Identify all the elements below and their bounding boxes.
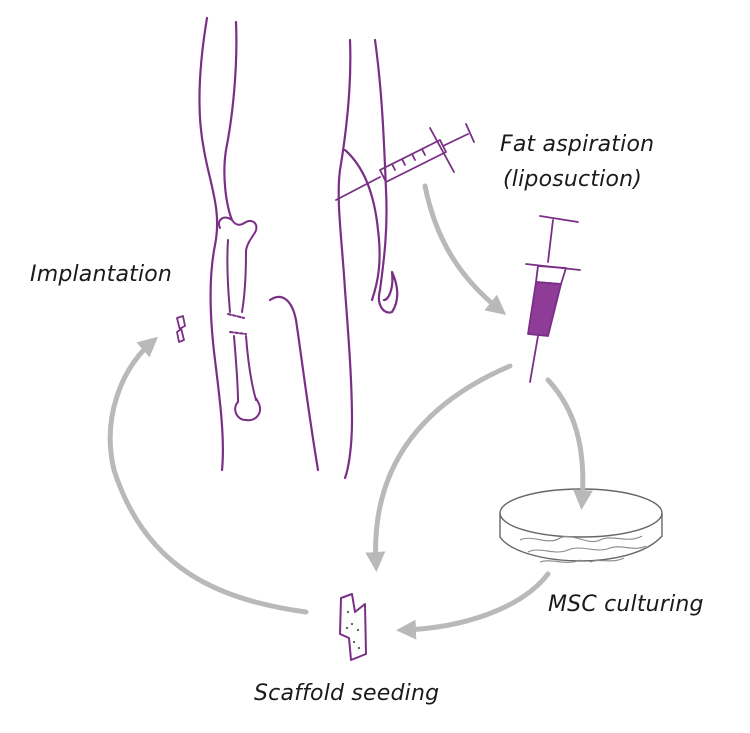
arrow-aspiration-to-syringe (422, 183, 507, 315)
barrel-ticks (391, 148, 426, 171)
femur-condyle (234, 397, 262, 422)
arrow-culture-to-scaffold (396, 571, 551, 640)
scaffold (339, 593, 367, 661)
filled-syringe (525, 215, 581, 383)
left-leg-inner-contour (223, 20, 238, 222)
barrel-fat (527, 281, 562, 337)
arm-contour (373, 38, 388, 292)
arrow-syringe-to-scaffold (365, 363, 513, 572)
needle (529, 335, 539, 383)
barrel (379, 139, 447, 183)
syringe-in-hip (335, 123, 475, 201)
scaffold-shape (339, 593, 367, 661)
fracture-gap (227, 313, 247, 335)
seeded-cells (345, 610, 361, 650)
left-leg-outer-contour (198, 16, 224, 472)
liposuction-label: (liposuction) (503, 167, 643, 192)
implantation-label: Implantation (30, 262, 173, 287)
hip-contour (343, 148, 381, 302)
arrow-syringe-to-culture (545, 377, 593, 510)
femur-bone (218, 216, 262, 422)
needle (335, 176, 381, 201)
workflow-arrows (107, 183, 593, 640)
scaffold-seeding-label: Scaffold seeding (254, 681, 440, 706)
hand-contour (377, 270, 399, 314)
implant-fragment (176, 315, 186, 343)
fat-aspiration-label: Fat aspiration (500, 132, 655, 157)
body-outline (198, 16, 399, 480)
plunger-top (539, 215, 579, 223)
femur-upper-shaft (226, 239, 247, 313)
right-leg-contour (337, 38, 354, 480)
flange (429, 127, 455, 173)
femur-head (218, 216, 258, 253)
plunger (442, 123, 475, 147)
msc-culturing-label: MSC culturing (548, 592, 704, 617)
cell-scribbles (519, 535, 647, 563)
femur-lower-shaft (233, 335, 257, 403)
crotch-contour (268, 295, 320, 472)
arrow-scaffold-to-implant (107, 336, 309, 615)
plunger-rod (547, 219, 554, 263)
